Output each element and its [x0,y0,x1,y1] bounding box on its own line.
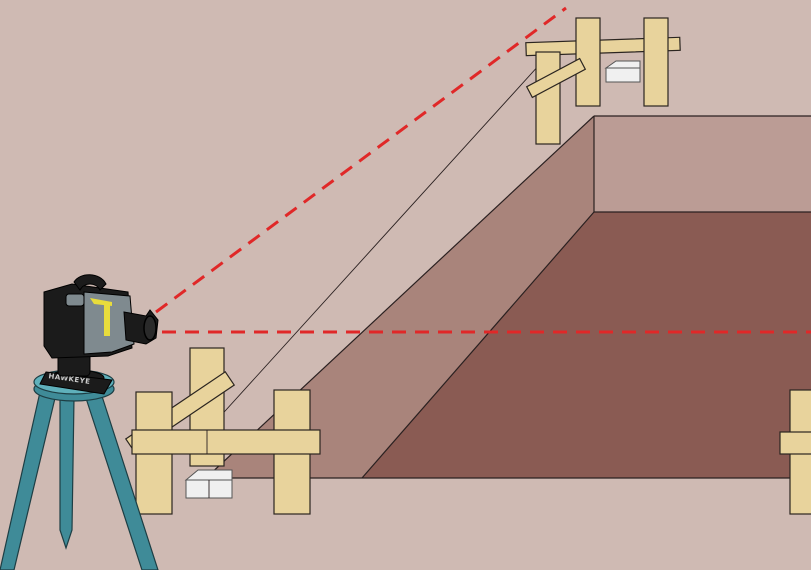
pit-floor [362,212,811,478]
far-board-rail [525,36,681,57]
pit-back-wall [594,116,811,212]
tripod-leg-center [59,397,75,550]
far-post-left [535,51,561,145]
near-board-rail [131,429,321,455]
right-board-rail [779,431,811,455]
far-board-rail-low [525,57,587,99]
string-line-far [205,41,561,433]
batter-board-right [779,389,811,515]
laser-beams [155,6,811,334]
near-stake-block-top [184,469,233,481]
pit-edge-line [205,115,595,479]
far-post-right [643,17,669,107]
pit-floor-corner-edge [361,211,595,479]
laser-level-vent [65,293,85,307]
laser-level-lens [143,315,157,341]
batter-board-near [124,347,321,515]
laser-level-label-bar [104,304,110,336]
stake-block-top [604,60,641,69]
excavation-pit [205,41,811,479]
laser-level: HAWKEYE [39,274,159,395]
laser-level-base [39,371,113,395]
batter-board-far [525,17,681,145]
stake-block [605,67,641,83]
laser-beam-rising [155,6,567,314]
laser-level-handle [73,274,107,291]
